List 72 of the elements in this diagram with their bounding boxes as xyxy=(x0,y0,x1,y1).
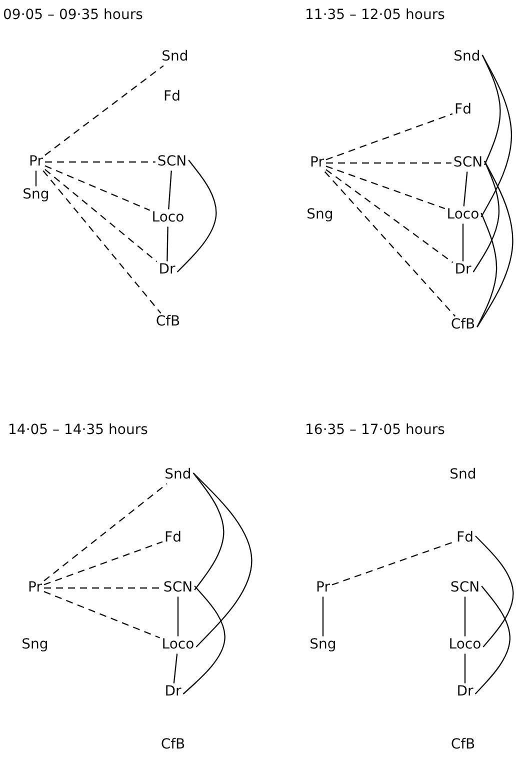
node-label: Snd xyxy=(162,466,194,484)
node-label: Pr xyxy=(314,579,332,597)
connector xyxy=(166,226,168,262)
node-label: SCN xyxy=(155,153,189,171)
dashed-connector xyxy=(44,161,156,163)
panel-title: 14·05 – 14·35 hours xyxy=(8,422,148,438)
node-label: CfB xyxy=(154,313,182,331)
node-label: Snd xyxy=(452,48,482,66)
node-label: Sng xyxy=(20,636,50,654)
curved-connector xyxy=(480,54,512,218)
dashed-connector xyxy=(332,541,455,586)
curved-connector xyxy=(474,586,510,694)
curved-connector xyxy=(192,472,224,590)
curved-connector xyxy=(476,212,498,328)
connector xyxy=(173,654,178,684)
dashed-connector xyxy=(44,591,160,638)
dashed-connector xyxy=(44,541,163,586)
node-label: SCN xyxy=(451,154,485,172)
node-label: Fd xyxy=(162,529,184,547)
node-label: Pr xyxy=(308,154,326,172)
node-label: Snd xyxy=(160,48,190,66)
node-label: CfB xyxy=(158,736,188,754)
connector xyxy=(464,596,466,636)
node-label: Loco xyxy=(444,206,482,224)
dashed-connector xyxy=(44,65,164,156)
dashed-connector xyxy=(44,483,168,582)
dashed-connector xyxy=(326,162,452,164)
curved-connector xyxy=(475,536,514,648)
connector xyxy=(463,172,468,206)
dashed-connector xyxy=(44,165,150,211)
connector xyxy=(35,170,37,186)
node-label: SCN xyxy=(448,579,482,597)
curved-connector xyxy=(472,160,500,272)
dashed-connector xyxy=(44,168,158,262)
curved-connector xyxy=(182,586,226,694)
node-label: Fd xyxy=(162,88,182,106)
connector xyxy=(168,170,172,210)
node-label: Sng xyxy=(20,186,52,204)
connector xyxy=(464,654,466,684)
dashed-connector xyxy=(42,170,162,314)
dashed-connector xyxy=(326,169,454,263)
node-label: Loco xyxy=(150,209,186,227)
node-label: Dr xyxy=(452,261,474,279)
node-label: Fd xyxy=(452,101,474,119)
curved-connector xyxy=(176,160,217,272)
curved-connector xyxy=(476,160,514,328)
node-label: Fd xyxy=(454,529,476,547)
node-label: Loco xyxy=(160,636,196,654)
node-label: Dr xyxy=(454,683,476,701)
node-label: Sng xyxy=(304,206,336,224)
dashed-connector xyxy=(44,587,162,589)
node-label: SCN xyxy=(161,579,195,597)
curved-connector xyxy=(192,472,252,648)
panel-title: 09·05 – 09·35 hours xyxy=(3,7,143,23)
dashed-connector xyxy=(326,166,445,210)
panel-title: 16·35 – 17·05 hours xyxy=(305,422,445,438)
node-label: CfB xyxy=(448,736,478,754)
node-label: CfB xyxy=(448,316,478,334)
connector xyxy=(322,596,324,636)
node-label: Dr xyxy=(162,683,184,701)
connector xyxy=(462,224,464,262)
dashed-connector xyxy=(324,171,456,317)
panel-title: 11·35 – 12·05 hours xyxy=(305,7,445,23)
node-label: Pr xyxy=(27,153,45,171)
connector xyxy=(177,596,179,636)
node-label: Snd xyxy=(448,466,478,484)
dashed-connector xyxy=(326,113,453,160)
node-label: Loco xyxy=(446,636,484,654)
curved-connector xyxy=(482,54,501,166)
node-label: Pr xyxy=(26,579,44,597)
node-label: Dr xyxy=(156,261,178,279)
node-label: Sng xyxy=(308,636,338,654)
